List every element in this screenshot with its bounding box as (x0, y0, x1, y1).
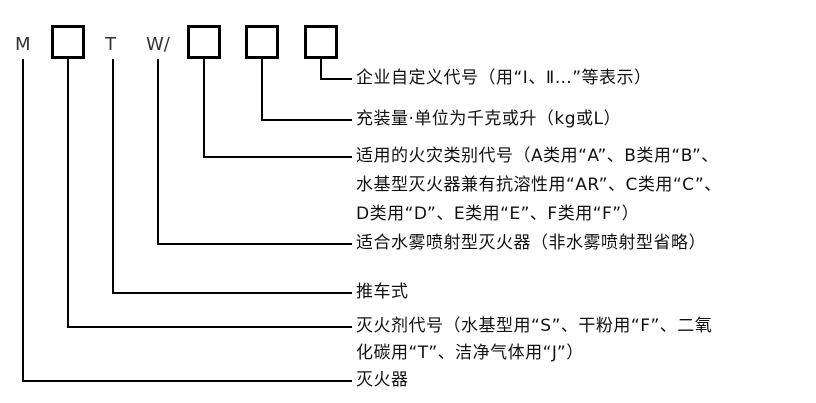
label-water-mist: 适合水雾喷射型灭火器（非水雾喷射型省略） (356, 233, 706, 253)
code-letter-m: M (15, 34, 31, 55)
code-box-fire-class (187, 25, 221, 59)
connector-enterprise-code (320, 59, 352, 80)
connector-extinguisher (22, 59, 352, 382)
label-extinguisher: 灭火器 (356, 370, 409, 390)
connector-water-mist (157, 59, 352, 245)
connector-cart-type (112, 59, 352, 294)
connector-capacity (261, 59, 352, 121)
label-capacity: 充装量·单位为千克或升（kg或L） (356, 109, 622, 129)
label-fire-class-line1: 适用的火灾类别代号（A类用“A”、B类用“B”、 (356, 146, 719, 166)
label-fire-class-line2: 水基型灭火器兼有抗溶性用“AR”、C类用“C”、 (356, 175, 722, 195)
label-fire-class-line3: D类用“D”、E类用“E”、F类用“F”） (356, 204, 640, 224)
label-agent-code-line2: 化碳用“T”、洁净气体用“J”） (356, 343, 584, 363)
connector-fire-class (203, 59, 352, 158)
code-box-enterprise (304, 25, 338, 59)
code-letter-w-slash: W/ (146, 34, 170, 55)
connector-agent-code (67, 59, 352, 328)
code-letter-t: T (105, 34, 116, 55)
label-cart-type: 推车式 (356, 282, 409, 302)
code-box-agent (51, 25, 85, 59)
label-enterprise-code: 企业自定义代号（用“Ⅰ、Ⅱ…”等表示） (356, 68, 652, 88)
label-agent-code-line1: 灭火剂代号（水基型用“S”、干粉用“F”、二氧 (356, 316, 713, 336)
code-box-capacity (245, 25, 279, 59)
